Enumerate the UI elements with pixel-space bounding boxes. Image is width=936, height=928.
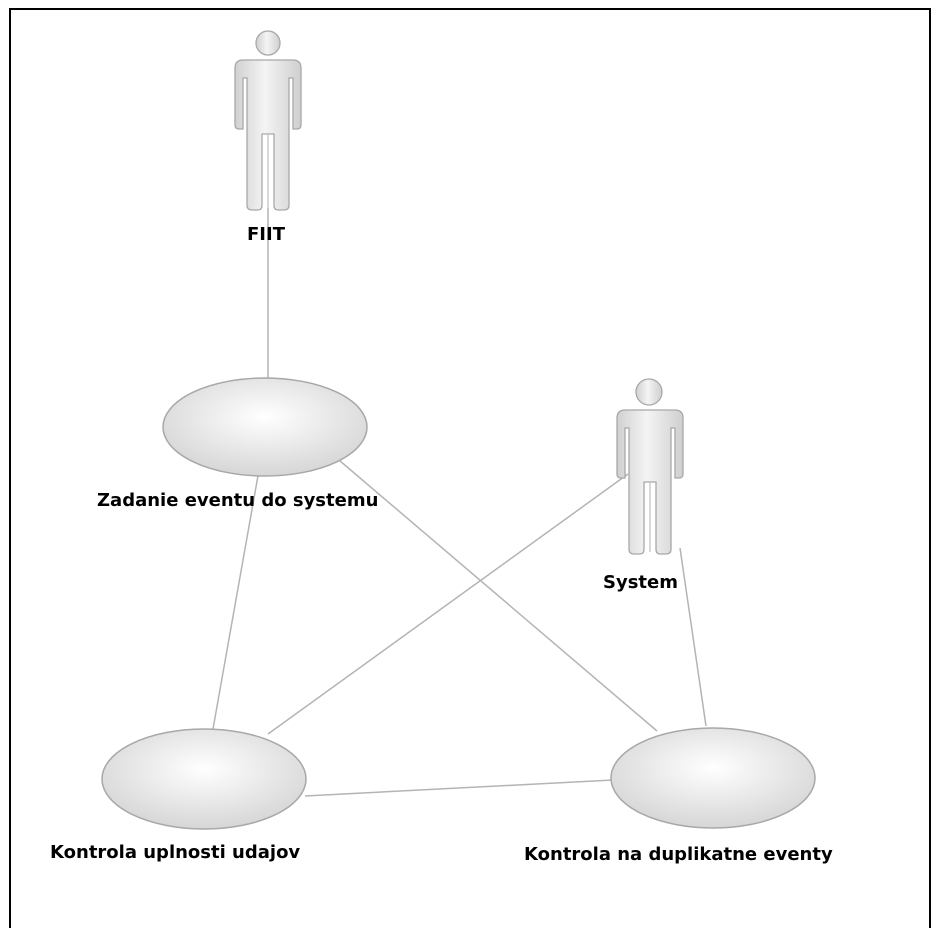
association-system-kontrola-uplnosti[interactable]	[267, 473, 629, 735]
use-case-kontrola-duplikatne-ellipse[interactable]	[610, 727, 816, 829]
use-case-zadanie-ellipse[interactable]	[162, 377, 368, 477]
association-kontrola-uplnosti-kontrola-duplikatne[interactable]	[304, 779, 614, 797]
use-case-kontrola-duplikatne-label: Kontrola na duplikatne eventy	[524, 844, 833, 865]
use-case-kontrola-uplnosti-ellipse[interactable]	[101, 728, 307, 830]
actor-icon	[616, 378, 684, 555]
diagram-frame	[9, 8, 931, 928]
association-zadanie-kontrola-duplikatne[interactable]	[325, 448, 658, 732]
actor-fiit-label: FIIT	[247, 224, 285, 245]
association-system-kontrola-duplikatne[interactable]	[679, 547, 707, 727]
associations	[212, 208, 707, 797]
actor-fiit-figure[interactable]	[234, 30, 302, 211]
association-zadanie-kontrola-uplnosti[interactable]	[212, 469, 260, 730]
use-case-zadanie-label: Zadanie eventu do systemu	[97, 490, 379, 511]
actor-system-figure[interactable]	[616, 378, 684, 555]
actor-icon	[234, 30, 302, 211]
actor-system-label: System	[603, 572, 678, 593]
use-case-kontrola-uplnosti-label: Kontrola uplnosti udajov	[50, 842, 301, 863]
